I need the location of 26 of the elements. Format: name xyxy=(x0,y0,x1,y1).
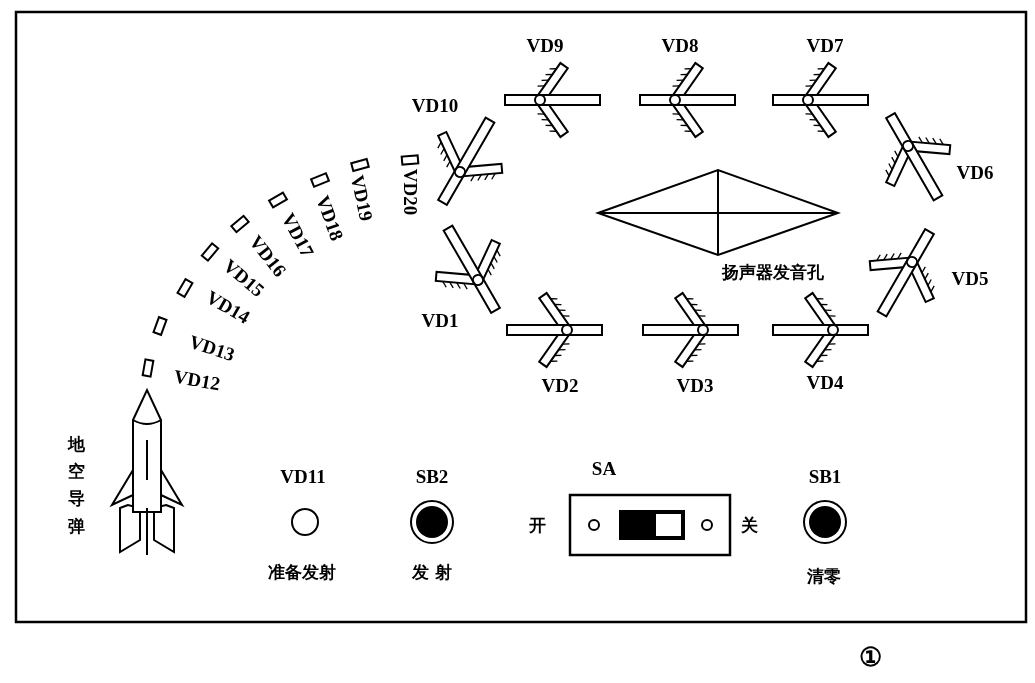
label: 扬声器发音孔 xyxy=(722,263,824,281)
label: VD4 xyxy=(806,372,844,392)
label: VD13 xyxy=(186,331,238,365)
label: 清零 xyxy=(807,567,841,585)
label: VD20 xyxy=(400,168,420,216)
label: VD12 xyxy=(172,366,222,394)
label: VD1 xyxy=(421,310,459,330)
label: VD5 xyxy=(951,268,989,288)
label: VD11 xyxy=(280,466,326,486)
label: 开 xyxy=(528,516,546,534)
label: VD2 xyxy=(541,375,579,395)
label: VD10 xyxy=(411,95,459,115)
label: VD7 xyxy=(806,35,844,55)
label: 准备发射 xyxy=(268,563,336,581)
label: VD19 xyxy=(347,173,377,223)
label: 关 xyxy=(740,516,758,534)
label: SA xyxy=(591,458,617,478)
label: 地空导弹 xyxy=(67,432,85,538)
label: VD6 xyxy=(956,162,994,182)
label: SB2 xyxy=(415,466,449,486)
label: 发 射 xyxy=(412,563,452,581)
label: VD8 xyxy=(661,35,699,55)
label: VD3 xyxy=(676,375,714,395)
label: VD9 xyxy=(526,35,564,55)
label: SB1 xyxy=(808,466,842,486)
label: ① xyxy=(858,645,882,671)
